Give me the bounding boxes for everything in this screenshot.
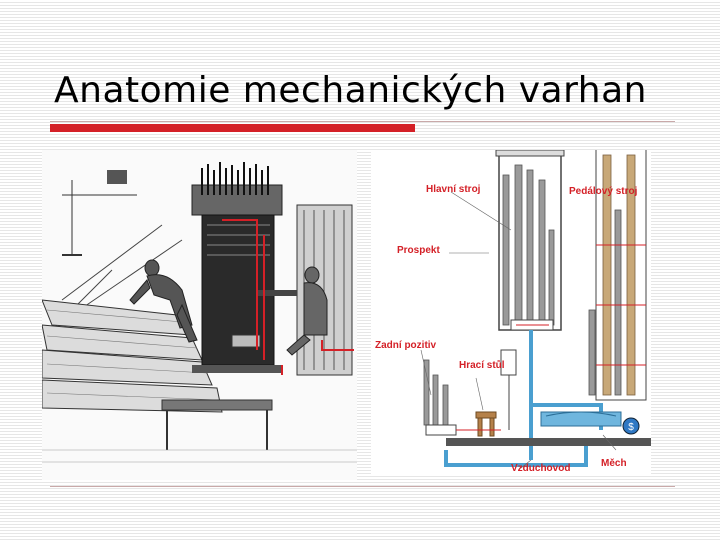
label-prospect: Prospekt — [397, 245, 440, 257]
label-main-manual: Hlavní stroj — [426, 184, 480, 196]
label-bellows: Měch — [601, 458, 627, 470]
label-console: Hrací stůl — [459, 360, 505, 372]
organ-anatomy-diagram: $ Hlavní stroj Pedálový stroj Prospekt Z… — [371, 150, 651, 475]
label-wind-duct: Vzduchovod — [511, 463, 570, 475]
label-pedal: Pedálový stroj — [569, 186, 637, 198]
label-rear-positive: Zadní pozitiv — [375, 340, 436, 352]
svg-text:$: $ — [628, 422, 634, 433]
title-rule — [50, 121, 675, 122]
title-accent-bar — [50, 124, 415, 132]
slide-title: Anatomie mechanických varhan — [54, 70, 694, 111]
organ-anatomy-svg: $ — [371, 150, 651, 475]
organ-engraving-image — [42, 150, 357, 480]
bottom-rule — [50, 486, 675, 487]
